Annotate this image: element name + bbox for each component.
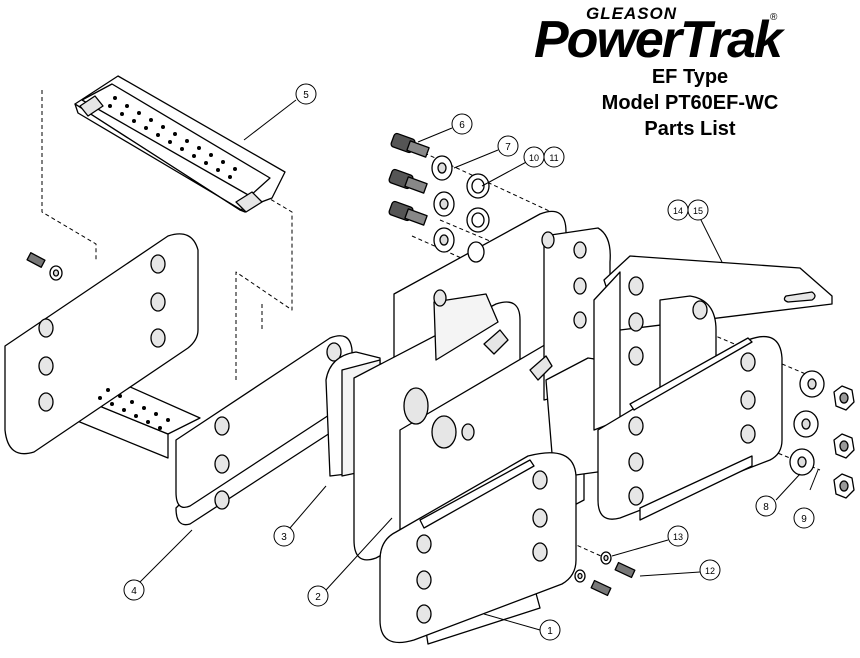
right-outer-frame [597, 335, 783, 521]
title-model: Model PT60EF-WC [601, 92, 779, 114]
title-type: EF Type [651, 66, 729, 88]
inner-plate-slots [403, 231, 587, 449]
front-plate-holes [416, 470, 548, 624]
callout-6 [451, 113, 473, 135]
callout-1 [539, 619, 561, 641]
screws-part-12-13 [574, 551, 636, 597]
lower-step-holes [98, 388, 170, 430]
washers-part-10-11 [466, 173, 490, 263]
callout-label-10: 10 [529, 153, 539, 163]
callout-8 [755, 495, 777, 517]
bracket-holes [628, 276, 708, 366]
callout-label-15: 15 [693, 206, 703, 216]
right-frame-holes [628, 352, 756, 506]
bushings-part-7 [431, 155, 455, 253]
brand-powertrak-logo: PowerTrak [534, 11, 783, 69]
washers-part-8 [789, 370, 825, 476]
step-plate-part-5 [74, 75, 286, 213]
registered-mark: ® [770, 12, 778, 23]
callout-label-11: 11 [549, 153, 558, 163]
callout-label-9: 9 [801, 514, 807, 525]
callout-label-7: 7 [505, 142, 511, 153]
front-plate-part-1 [379, 452, 577, 645]
nuts-part-9 [833, 385, 855, 499]
callout-2 [307, 585, 329, 607]
bolts-part-6 [388, 132, 430, 226]
top-bracket-part-14-15 [593, 255, 833, 431]
callout-label-13: 13 [673, 532, 683, 542]
callout-bubbles [123, 83, 815, 641]
callout-label-3: 3 [281, 532, 287, 543]
callout-label-1: 1 [547, 626, 553, 637]
callout-leader-lines [137, 99, 819, 631]
callout-15 [687, 199, 709, 221]
callout-labels: 5 6 7 10 11 14 15 8 9 13 12 1 2 3 4 [131, 90, 807, 637]
callout-label-8: 8 [763, 502, 769, 513]
small-bolt-left [26, 252, 63, 281]
title-parts-list: Parts List [644, 118, 736, 140]
callout-13 [667, 525, 689, 547]
callout-12 [699, 559, 721, 581]
callout-3 [273, 525, 295, 547]
callout-label-6: 6 [459, 120, 465, 131]
step-plate-holes [108, 96, 237, 179]
callout-label-4: 4 [131, 586, 137, 597]
callout-label-5: 5 [303, 90, 309, 101]
callout-label-2: 2 [315, 592, 321, 603]
callout-4 [123, 579, 145, 601]
callout-label-12: 12 [705, 566, 715, 576]
callout-label-14: 14 [673, 206, 683, 216]
callout-5 [295, 83, 317, 105]
callout-7 [497, 135, 519, 157]
callout-11 [543, 146, 565, 168]
callout-9 [793, 507, 815, 529]
brand-gleason: GLEASON [586, 4, 678, 23]
